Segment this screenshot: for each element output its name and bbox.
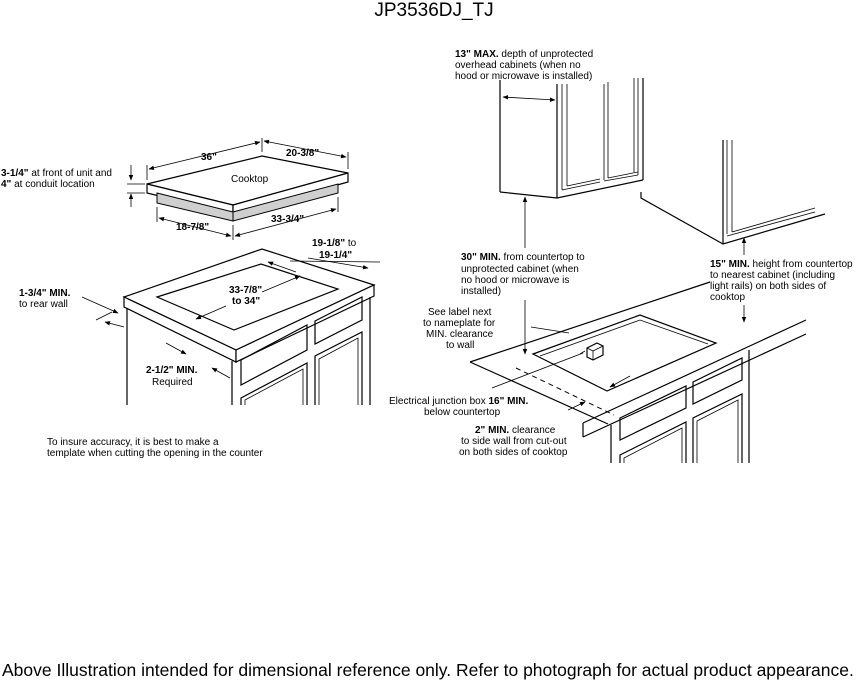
side-clearance-dashed xyxy=(515,367,615,416)
template-note-line2: template when cutting the opening in the… xyxy=(47,448,263,459)
cabinet-30-note-4: installed) xyxy=(461,286,501,297)
label-leader xyxy=(530,326,570,334)
cooktop-label: Cooktop xyxy=(231,174,269,185)
cooktop-depth-label: 20-3/8" xyxy=(286,148,319,159)
side-height-note-3: light rails) on both sides of xyxy=(710,281,826,292)
side-clearance-note-3: on both sides of cooktop xyxy=(459,447,568,458)
overhead-note-2: overhead cabinets (when no xyxy=(455,60,581,71)
cabinet-30-note-2: unprotected cabinet (when xyxy=(461,264,579,275)
side-height-note-1: 15" MIN. height from countertop xyxy=(710,259,853,270)
cutout-width-label: 33-3/4" xyxy=(271,214,304,225)
front-clearance-note: 2-1/2" MIN. xyxy=(146,365,198,376)
label-note-4: to wall xyxy=(446,340,474,351)
model-number: JP3536DJ_TJ xyxy=(374,0,493,21)
junction-note-1: Electrical junction box 16" MIN. xyxy=(389,396,528,407)
rear-wall-note: 1-3/4" MIN. xyxy=(19,288,71,299)
cooktop-depth-dimension xyxy=(263,139,349,169)
cut-depth-note: 19-1/8" to xyxy=(312,238,357,249)
rear-wall-note-rest: to rear wall xyxy=(19,299,68,310)
cut-depth-max: 19-1/4" xyxy=(319,250,352,261)
cooktop-width-dimension xyxy=(146,138,263,180)
side-clearance-note-2: to side wall from cut-out xyxy=(461,436,567,447)
cabinet-30-note-1: 30" MIN. from countertop to xyxy=(461,252,585,263)
front-clearance-dimension xyxy=(165,342,231,379)
junction-note-2: below countertop xyxy=(424,407,501,418)
cut-depth-dimension xyxy=(267,257,381,273)
side-height-note-4: cooktop xyxy=(710,292,745,303)
cutout-depth-label: 18-7/8" xyxy=(176,222,209,233)
label-note-3: MIN. clearance xyxy=(426,329,494,340)
cut-width-value: 33-7/8" xyxy=(229,285,262,296)
cooktop-drawing xyxy=(146,155,349,222)
overhead-note-1: 13" MAX. depth of unprotected xyxy=(455,49,593,60)
base-cabinet-drawing xyxy=(469,281,807,463)
front-height-dimension xyxy=(127,165,145,207)
front-clearance-rest: Required xyxy=(152,377,193,388)
cooktop-width-label: 36" xyxy=(201,152,217,163)
side-clearance-note-1: 2" MIN. clearance xyxy=(475,425,556,436)
label-note-1: See label next xyxy=(428,307,492,318)
template-note-line1: To insure accuracy, it is best to make a xyxy=(47,437,219,448)
countertop-cabinet-drawing xyxy=(122,248,376,405)
rear-wall-dimension xyxy=(81,296,125,328)
footer-disclaimer: Above Illustration intended for dimensio… xyxy=(2,660,854,680)
side-height-note-2: to nearest cabinet (including xyxy=(710,270,835,281)
cutout-size-dimensions xyxy=(156,197,339,240)
cabinet-30-note-3: no hood or microwave is xyxy=(461,275,569,286)
junction-leader xyxy=(491,352,584,389)
overhead-note-3: hood or microwave is installed) xyxy=(455,71,592,82)
label-note-2: to nameplate for xyxy=(423,318,496,329)
overhead-depth-arrow xyxy=(502,95,556,102)
front-height-note: 3-1/4" at front of unit and xyxy=(1,168,112,179)
overhead-cabinets-drawing xyxy=(499,78,826,245)
conduit-height-note: 4" at conduit location xyxy=(1,179,95,190)
cut-width-to: to 34" xyxy=(232,296,260,307)
cut-width-dimension xyxy=(195,275,301,320)
